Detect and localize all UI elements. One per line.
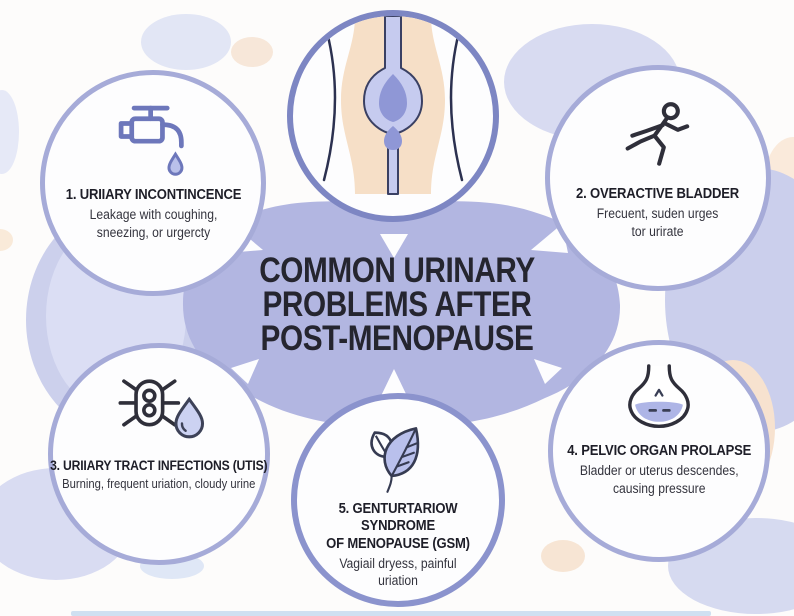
faucet-icon <box>118 105 184 176</box>
pelvic-organ-icon <box>628 364 690 429</box>
blob-topleft-blue <box>141 14 231 70</box>
bottom-accent-bar <box>71 611 711 616</box>
item-description: Vagiail dryess, painful uriation <box>339 556 457 589</box>
main-title: COMMON URINARY PROBLEMS AFTER POST-MENOP… <box>259 251 535 358</box>
item-heading: 2. OVERACTIVE BLADDER <box>576 186 740 202</box>
tail-item5 <box>381 369 407 396</box>
item-circle-urinary-tract-infections: 3. URIIARY TRACT INFECTIONS (UTIS) Burni… <box>48 343 270 565</box>
bacteria-droplet-icon <box>118 379 205 439</box>
blob-topleft-peach <box>231 37 273 67</box>
item-heading: 3. URIIARY TRACT INFECTIONS (UTIS) <box>50 458 268 473</box>
item-circle-genitourinary-syndrome: 5. GENTURTARIOW SYNDROME OF MENOPAUSE (G… <box>291 393 505 607</box>
item-heading: 4. PELVIC ORGAN PROLAPSE <box>567 443 751 459</box>
center-illustration-circle <box>287 10 499 222</box>
blob-bottom-peach <box>541 540 585 572</box>
center-blob <box>182 201 621 427</box>
item-description: Bladder or uterus descendes, causing pre… <box>579 463 739 496</box>
item-heading: 1. URIIARY INCONTINCENCE <box>65 187 241 203</box>
item-description: Frecuent, suden urges tor urirate <box>597 206 719 239</box>
item-circle-urinary-incontinence: 1. URIIARY INCONTINCENCE Leakage with co… <box>40 70 266 296</box>
tail-top-circle <box>380 234 408 258</box>
item-circle-pelvic-organ-prolapse: 4. PELVIC ORGAN PROLAPSE Bladder or uter… <box>548 340 770 562</box>
item-heading: 5. GENTURTARIOW SYNDROME OF MENOPAUSE (G… <box>326 501 470 552</box>
blob-leftedge <box>0 90 19 174</box>
item-circle-overactive-bladder: 2. OVERACTIVE BLADDER Frecuent, suden ur… <box>545 65 771 291</box>
tail-item4 <box>534 359 562 384</box>
item-description: Leakage with coughing, sneezing, or urge… <box>89 207 217 240</box>
runner-icon <box>625 102 690 166</box>
pelvis-bladder-illustration <box>322 16 464 195</box>
leaf-icon <box>370 427 420 493</box>
blob-leftedge-peach <box>0 229 13 251</box>
item-description: Burning, frequent uriation, cloudy urine <box>62 477 256 492</box>
tail-item3 <box>231 359 259 384</box>
